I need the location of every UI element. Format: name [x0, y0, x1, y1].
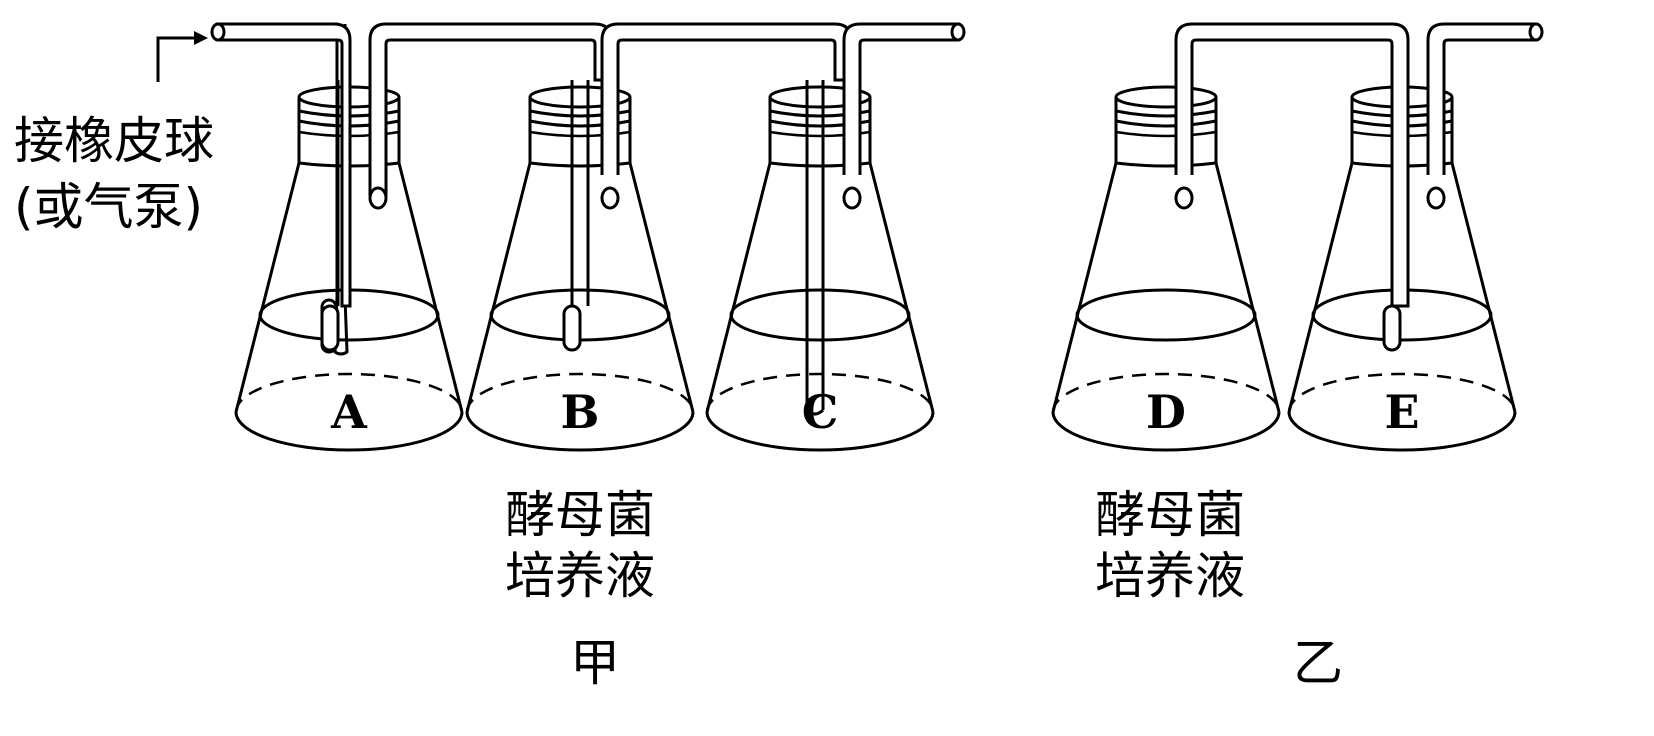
culture-label-yi-line1: 酵母菌	[1095, 486, 1245, 544]
inlet-arrow	[156, 31, 208, 82]
flask-label-c: C	[802, 385, 839, 439]
inlet-label-line1: 接橡皮球	[14, 112, 214, 170]
tubes-yi	[1174, 22, 1544, 352]
setup-name-jia: 甲	[570, 634, 620, 692]
setup-name-yi: 乙	[1293, 634, 1343, 692]
culture-label-jia-line1: 酵母菌	[505, 486, 655, 544]
flask-label-a: A	[330, 385, 368, 439]
flask-label-d: D	[1146, 385, 1186, 439]
flask-inner-tubes-jia	[320, 80, 825, 416]
culture-label-jia-line2: 培养液	[505, 547, 655, 605]
flask-label-b: B	[561, 385, 600, 439]
culture-label-yi-line2: 培养液	[1095, 547, 1245, 605]
flask-label-e: E	[1384, 385, 1419, 439]
inlet-label-line2: (或气泵)	[14, 178, 203, 236]
